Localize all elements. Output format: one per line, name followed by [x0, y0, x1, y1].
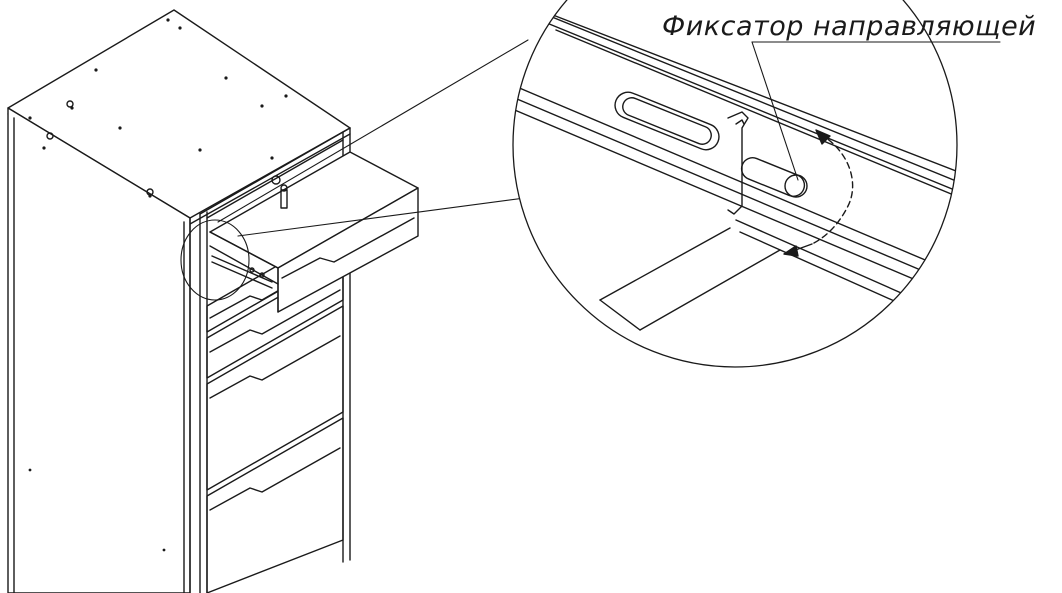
front-frame-top — [199, 127, 351, 215]
drawer-front-4 — [206, 305, 344, 491]
callout-leader — [751, 41, 799, 181]
fixator-pin — [740, 157, 806, 197]
rail-bracket-lip — [735, 119, 745, 125]
rail-fixator-mini — [249, 267, 255, 273]
rail-slot — [614, 91, 720, 151]
lock-with-key — [271, 175, 288, 209]
leader-line-upper — [217, 39, 529, 223]
drawer-base-line — [639, 249, 781, 331]
cabinet — [7, 9, 419, 593]
drawer-handle-3 — [209, 289, 341, 353]
rail-fixator-mini-2 — [259, 272, 265, 278]
open-drawer — [209, 151, 419, 313]
rotation-arc — [811, 133, 854, 245]
rail-line — [539, 9, 957, 213]
front-frame-top-inner — [206, 139, 344, 219]
drawer-side-edge — [209, 231, 279, 269]
leader-lines — [217, 39, 541, 237]
drawer-side-edge-2 — [209, 245, 279, 285]
detail-view — [512, 0, 1001, 368]
arrow-head-up — [815, 129, 831, 145]
detail-marker-circle — [180, 219, 250, 301]
drawer-handle-5 — [209, 447, 341, 511]
arrow-head-left — [783, 245, 799, 257]
rail-line — [513, 107, 957, 343]
side-hole — [46, 132, 54, 140]
rail-bracket-profile — [727, 111, 749, 215]
rail-line — [513, 95, 957, 331]
drawer-rail-2 — [211, 261, 273, 289]
callout-label: Фиксатор направляющей — [662, 11, 1037, 42]
side-hole — [146, 188, 154, 196]
drawer-open-handle — [281, 217, 415, 279]
cabinet-side-panel — [7, 107, 191, 593]
key-icon — [280, 189, 288, 209]
rail-line — [555, 29, 957, 241]
top-hole — [66, 100, 74, 108]
screw-holes — [28, 18, 288, 552]
leader-line-lower — [237, 195, 541, 237]
key-ring — [280, 184, 288, 192]
detail-view-circle — [512, 0, 958, 368]
drawer-base-line — [599, 227, 731, 301]
lock-cylinder — [271, 175, 281, 185]
drawer-base-line — [599, 299, 641, 331]
rail-line — [735, 219, 957, 365]
rail-line — [513, 0, 957, 225]
rail-line — [513, 83, 957, 319]
drawer-handle-4 — [209, 335, 341, 399]
rail-line — [519, 11, 957, 235]
drawer-front-5 — [206, 417, 344, 593]
rail-slot-inner — [622, 97, 712, 145]
